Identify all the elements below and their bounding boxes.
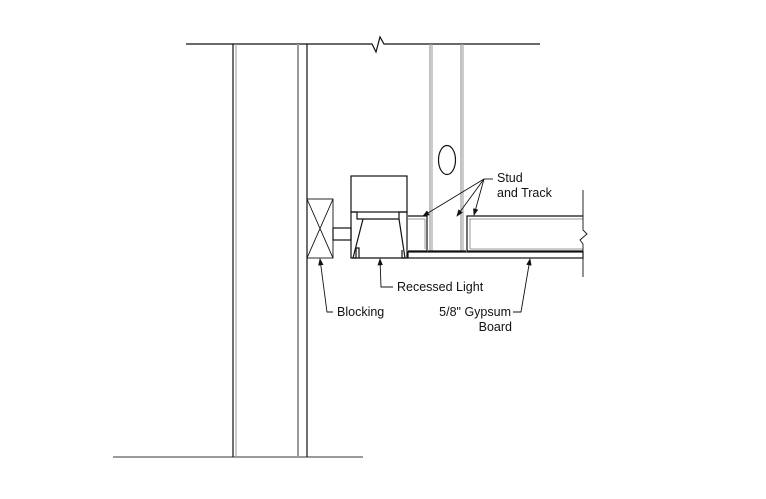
left-wall	[232, 44, 308, 457]
gypsum-board	[407, 251, 584, 259]
label-recessed-light: Recessed Light	[397, 280, 484, 294]
label-stud: Stud	[497, 171, 523, 185]
stud-slot	[437, 144, 457, 176]
track	[408, 215, 428, 252]
top-deck-line	[186, 35, 540, 54]
label-and-track: and Track	[497, 186, 553, 200]
leaders	[318, 178, 532, 313]
ceiling-joist	[466, 215, 583, 252]
label-blocking: Blocking	[337, 305, 384, 319]
vertical-stud	[428, 44, 466, 252]
recessed-light	[332, 175, 408, 259]
label-board: Board	[479, 320, 512, 334]
blocking	[306, 198, 334, 259]
label-gypsum: 5/8" Gypsum	[439, 305, 511, 319]
break-line	[579, 190, 588, 277]
